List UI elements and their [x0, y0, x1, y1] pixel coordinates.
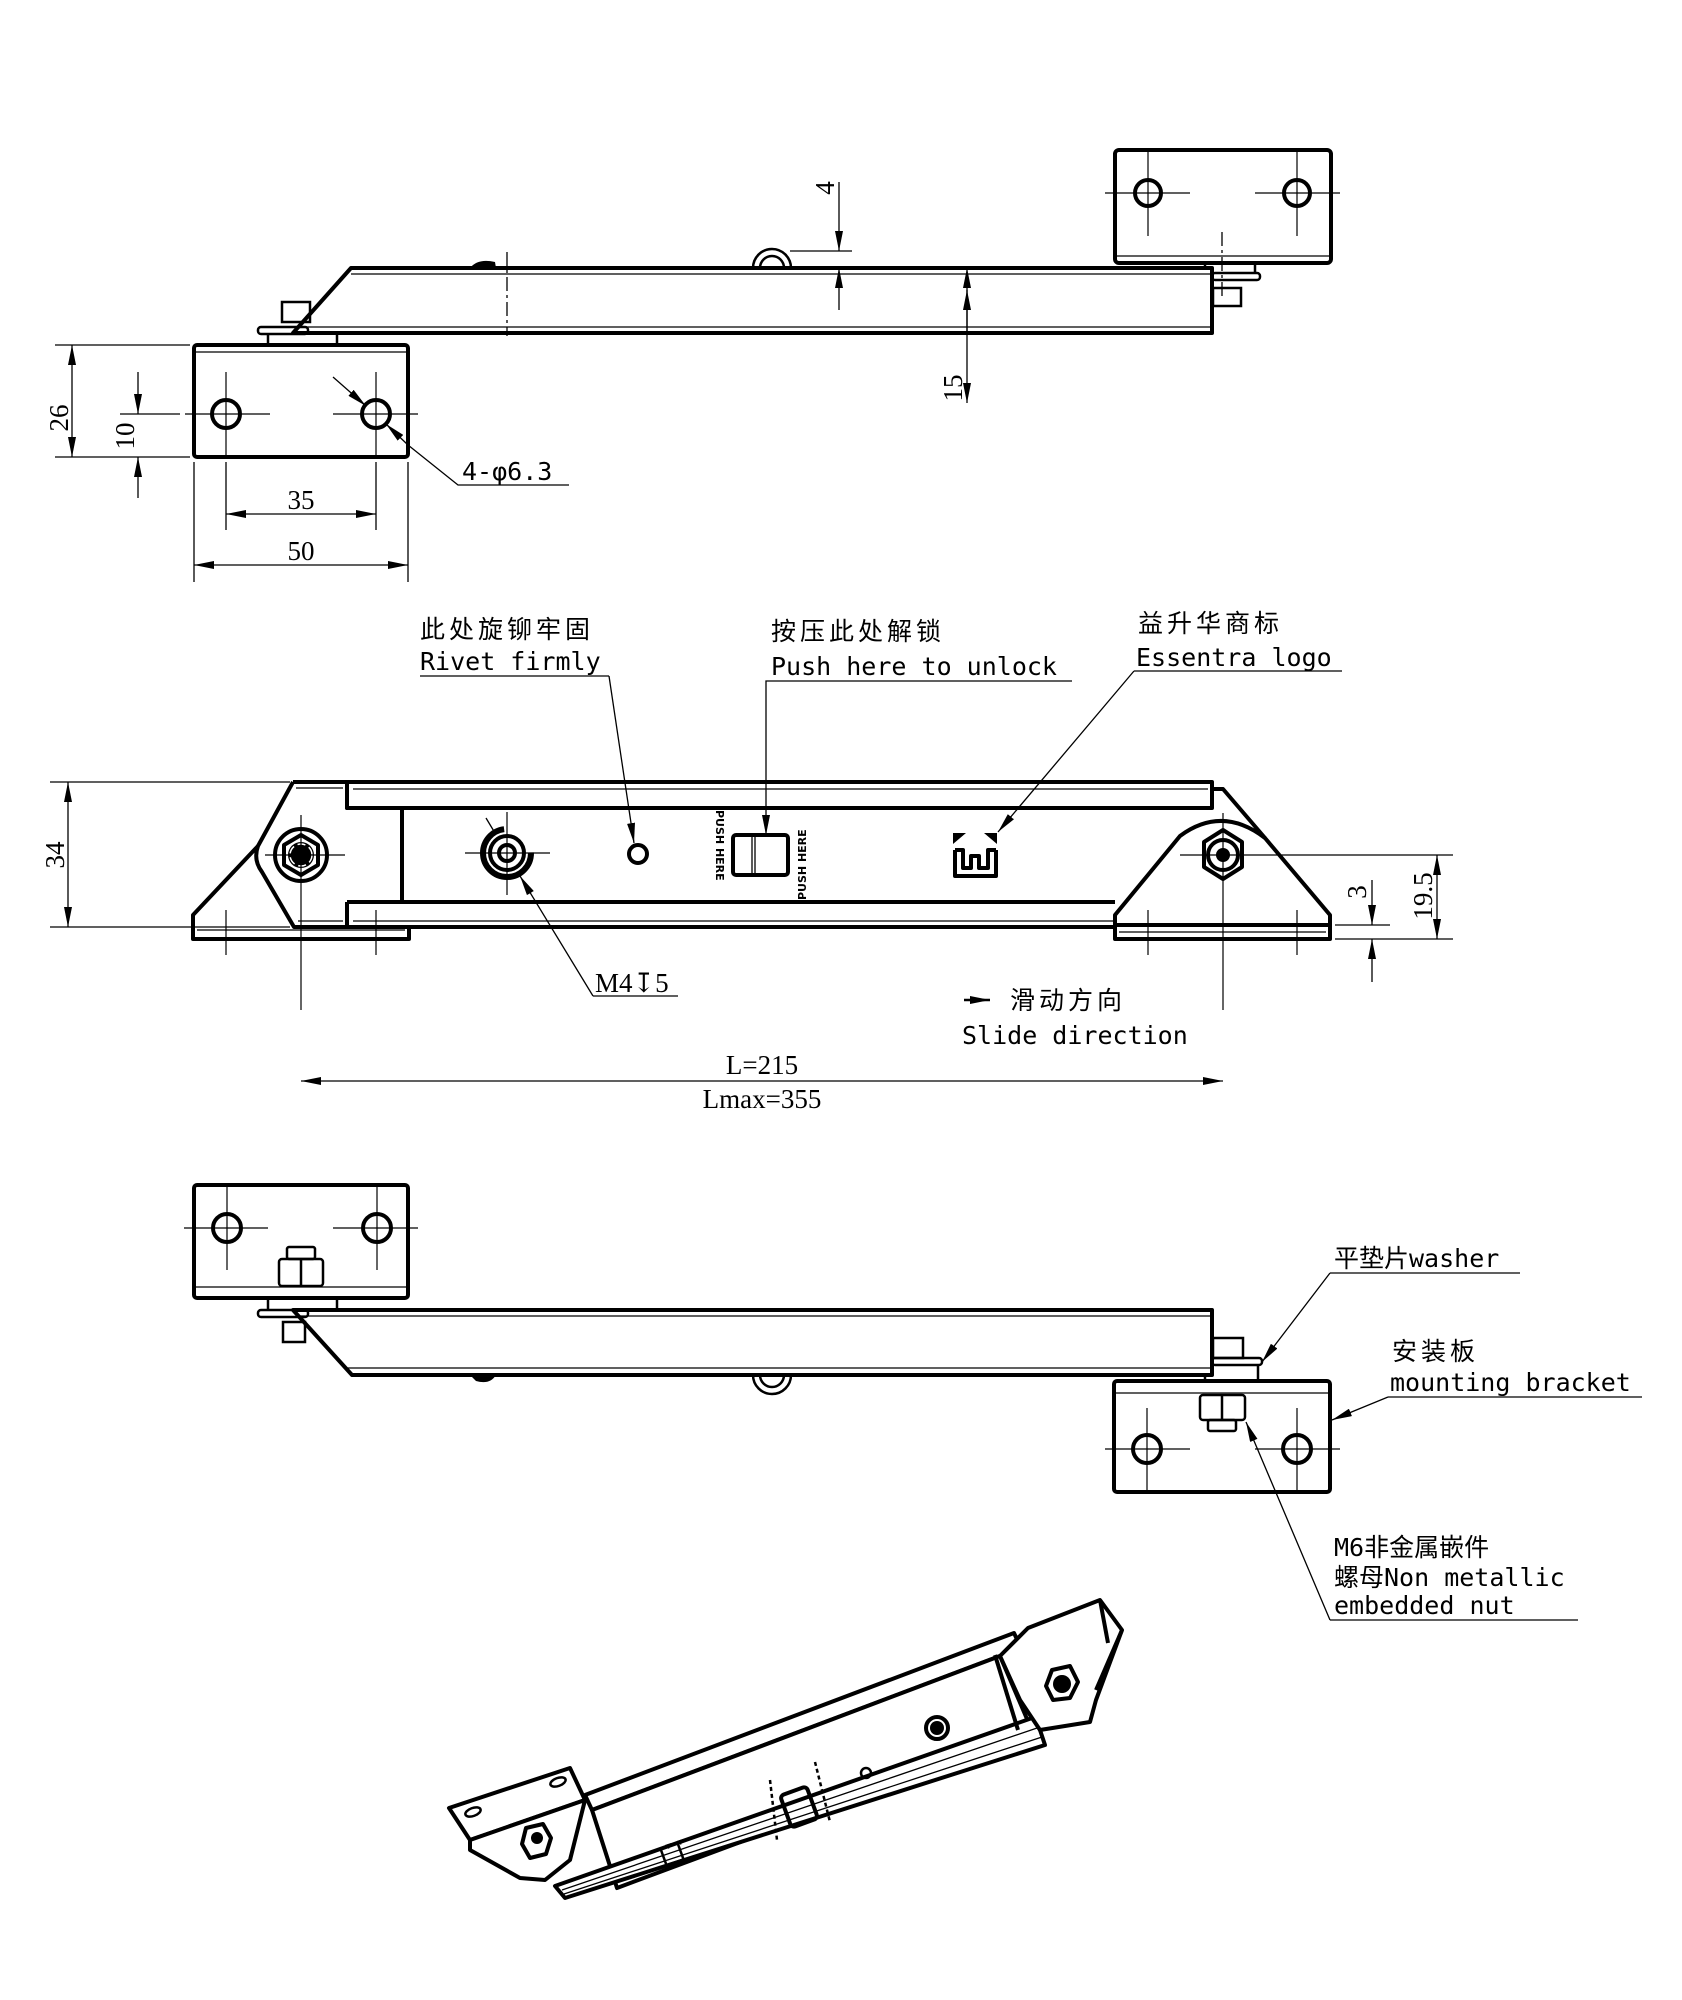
top-view: 26 10 35 50 4-φ6.3 4 15: [44, 148, 1340, 582]
washer-callout: 平垫片washer: [1334, 1244, 1499, 1273]
bottom-slider-bar: [256, 1308, 1264, 1396]
logo-callout-en: Essentra logo: [1136, 643, 1332, 672]
dim-19-5: 19.5: [1408, 872, 1438, 919]
push-here-stamp-left: PUSH HERE: [713, 810, 726, 881]
push-here-stamp-right: PUSH HERE: [796, 829, 809, 900]
top-slider-bar: [256, 247, 1262, 345]
front-dimensions: [50, 781, 1453, 1085]
rivet-hole: [627, 843, 649, 865]
isometric-view: [447, 1598, 1124, 1900]
dim-4: 4: [810, 181, 840, 195]
bracket-callout-cn: 安装板: [1392, 1337, 1479, 1366]
dim-26: 26: [44, 405, 74, 432]
dim-10: 10: [110, 423, 140, 450]
dim-50: 50: [288, 536, 315, 566]
nut-callout-line2: 螺母Non metallic: [1334, 1563, 1565, 1592]
top-left-mounting-bracket: [185, 343, 418, 459]
top-dimensions: [55, 182, 971, 582]
left-hinge: [191, 780, 411, 1010]
top-right-mounting-bracket: [1105, 148, 1340, 300]
dim-35: 35: [288, 485, 315, 515]
bracket-callout-en: mounting bracket: [1390, 1368, 1631, 1397]
dim-34: 34: [40, 841, 70, 869]
push-callout-en: Push here to unlock: [771, 652, 1057, 681]
dim-3: 3: [1342, 885, 1372, 899]
nut-callout-line1: M6非金属嵌件: [1334, 1533, 1489, 1562]
thread-callout: M4↧5: [595, 968, 669, 998]
push-callout-cn: 按压此处解锁: [771, 617, 945, 646]
slide-callout-en: Slide direction: [962, 1021, 1188, 1050]
bottom-callout-leaders: [1245, 1272, 1642, 1621]
right-hinge: [1113, 787, 1332, 1010]
nut-callout-line3: embedded nut: [1334, 1591, 1515, 1620]
slide-callout-cn: 滑动方向: [1010, 986, 1126, 1015]
front-view: PUSH HERE PUSH HERE 此处旋铆牢固 Rivet firmly …: [40, 609, 1453, 1114]
bottom-left-mounting-bracket: [184, 1183, 418, 1310]
push-button: [731, 833, 790, 877]
front-slider-body: [345, 780, 1214, 929]
logo-callout-cn: 益升华商标: [1138, 609, 1283, 638]
essentra-logo-icon: [953, 833, 998, 878]
front-callout-leaders: [420, 670, 1342, 997]
m4-cam-rivet: [465, 812, 550, 895]
rivet-callout-cn: 此处旋铆牢固: [420, 615, 594, 644]
bottom-right-mounting-bracket: [1105, 1379, 1340, 1494]
rivet-callout-en: Rivet firmly: [420, 647, 601, 676]
bottom-view: 平垫片washer 安装板 mounting bracket M6非金属嵌件 螺…: [184, 1183, 1642, 1621]
dim-holes: 4-φ6.3: [462, 457, 552, 486]
dim-length: L=215: [726, 1050, 798, 1080]
dim-length-max: Lmax=355: [703, 1084, 822, 1114]
dim-15: 15: [938, 375, 968, 402]
